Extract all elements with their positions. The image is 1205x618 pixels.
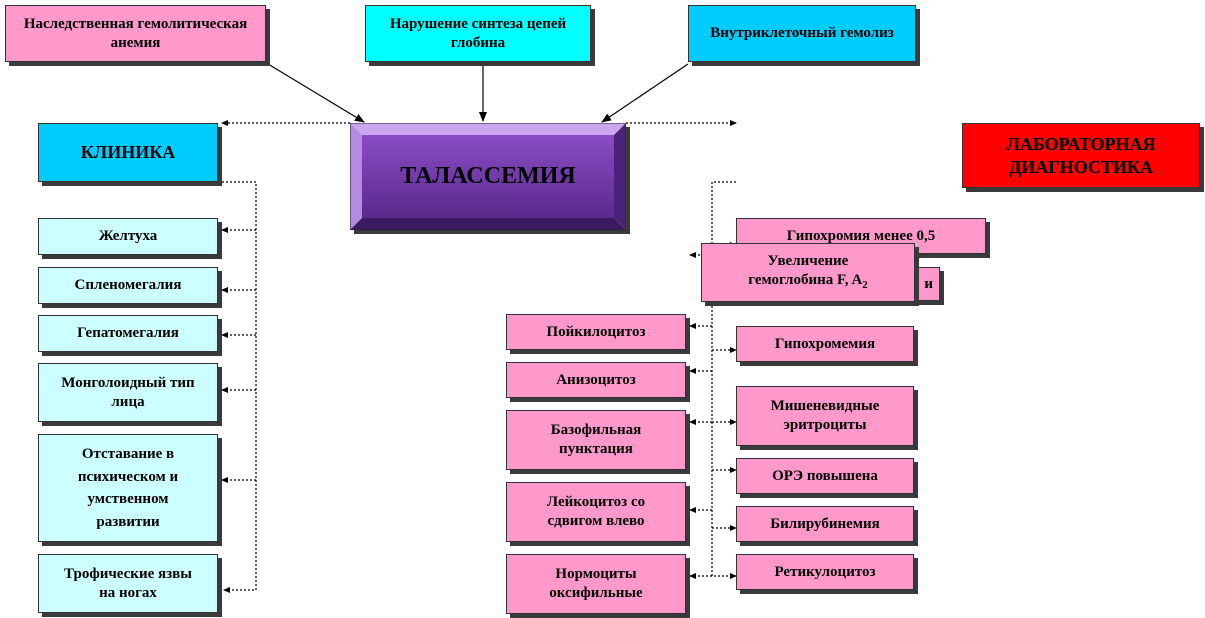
lab-item-label: Гипохромемия xyxy=(774,335,876,352)
lab-item-label: Гипохромия менее 0,5 xyxy=(786,227,936,244)
lab-item-label: Пойкилоцитоз xyxy=(546,323,646,340)
center-box: ТАЛАССЕМИЯ xyxy=(350,123,626,230)
lab-item-label: Анизоцитоз xyxy=(556,371,636,388)
lab-hb-line2: гемоглобина F, A2 xyxy=(748,271,868,293)
cause-hereditary-label: Наследственная гемолитическая анемия xyxy=(23,15,248,51)
lab-normocytes: Нормоциты оксифильные xyxy=(506,554,686,614)
clinic-item-label: Монголоидный тип лица xyxy=(61,374,195,410)
clinic-item-label: Трофические язвы на ногах xyxy=(64,565,192,601)
lab-item-label: Билирубинемия xyxy=(770,515,880,532)
lab-hb-increase: Увеличение гемоглобина F, A2 xyxy=(701,243,915,302)
lab-hypochromemia: Гипохромемия xyxy=(736,326,914,362)
clinic-title-label: КЛИНИКА xyxy=(80,142,176,163)
lab-item-label: Мишеневидные эритроциты xyxy=(770,398,880,433)
cause-hemolysis: Внутриклеточный гемолиз xyxy=(688,5,916,62)
cause-hemolysis-label: Внутриклеточный гемолиз xyxy=(710,25,894,42)
lab-target-cells: Мишеневидные эритроциты xyxy=(736,386,914,446)
clinic-item-mongoloid-face: Монголоидный тип лица xyxy=(38,363,218,422)
clinic-item-development-delay: Отставание в психическом и умственном ра… xyxy=(38,434,218,542)
lab-hb-text: гемоглобина F, A xyxy=(748,272,863,288)
lab-basophilic-stippling: Базофильная пунктация xyxy=(506,410,686,470)
clinic-item-label: Отставание в психическом и умственном ра… xyxy=(77,446,179,530)
arrow-hemolysis xyxy=(601,63,689,123)
cause-globin-label: Нарушение синтеза цепей глобина xyxy=(389,15,567,51)
clinic-item-label: Спленомегалия xyxy=(74,277,182,294)
clinic-item-jaundice: Желтуха xyxy=(38,218,218,255)
clinic-item-hepatomegaly: Гепатомегалия xyxy=(38,315,218,352)
center-bevel xyxy=(350,123,626,230)
clinic-title: КЛИНИКА xyxy=(38,123,218,182)
cause-globin: Нарушение синтеза цепей глобина xyxy=(365,5,591,62)
lab-item-label: и xyxy=(924,275,933,292)
lab-item-label: Ретикулоцитоз xyxy=(774,563,876,580)
lab-anisocytosis: Анизоцитоз xyxy=(506,362,686,398)
lab-title: ЛАБОРАТОРНАЯ ДИАГНОСТИКА xyxy=(962,123,1200,188)
lab-esr-elevated: ОРЭ повышена xyxy=(736,458,914,494)
lab-title-label: ЛАБОРАТОРНАЯ ДИАГНОСТИКА xyxy=(1006,134,1156,177)
lab-item-label: Базофильная пунктация xyxy=(550,422,642,457)
clinic-item-trophic-ulcers: Трофические язвы на ногах xyxy=(38,554,218,613)
arrow-hereditary xyxy=(267,63,365,123)
center-title: ТАЛАССЕМИЯ xyxy=(362,135,614,218)
lab-bilirubinemia: Билирубинемия xyxy=(736,506,914,542)
lab-item-label: Увеличение xyxy=(767,253,849,270)
clinic-item-label: Желтуха xyxy=(98,228,158,245)
lab-hb-subscript: 2 xyxy=(862,279,868,291)
lab-item-label: ОРЭ повышена xyxy=(772,467,878,484)
clinic-item-splenomegaly: Спленомегалия xyxy=(38,267,218,304)
lab-leukocytosis: Лейкоцитоз со сдвигом влево xyxy=(506,482,686,542)
clinic-item-label: Гепатомегалия xyxy=(77,325,179,342)
cause-hereditary: Наследственная гемолитическая анемия xyxy=(5,5,266,62)
lab-item-label: Нормоциты оксифильные xyxy=(549,566,643,601)
lab-reticulocytosis: Ретикулоцитоз xyxy=(736,554,914,590)
lab-item-label: Лейкоцитоз со сдвигом влево xyxy=(546,494,646,529)
lab-poikilocytosis: Пойкилоцитоз xyxy=(506,314,686,350)
